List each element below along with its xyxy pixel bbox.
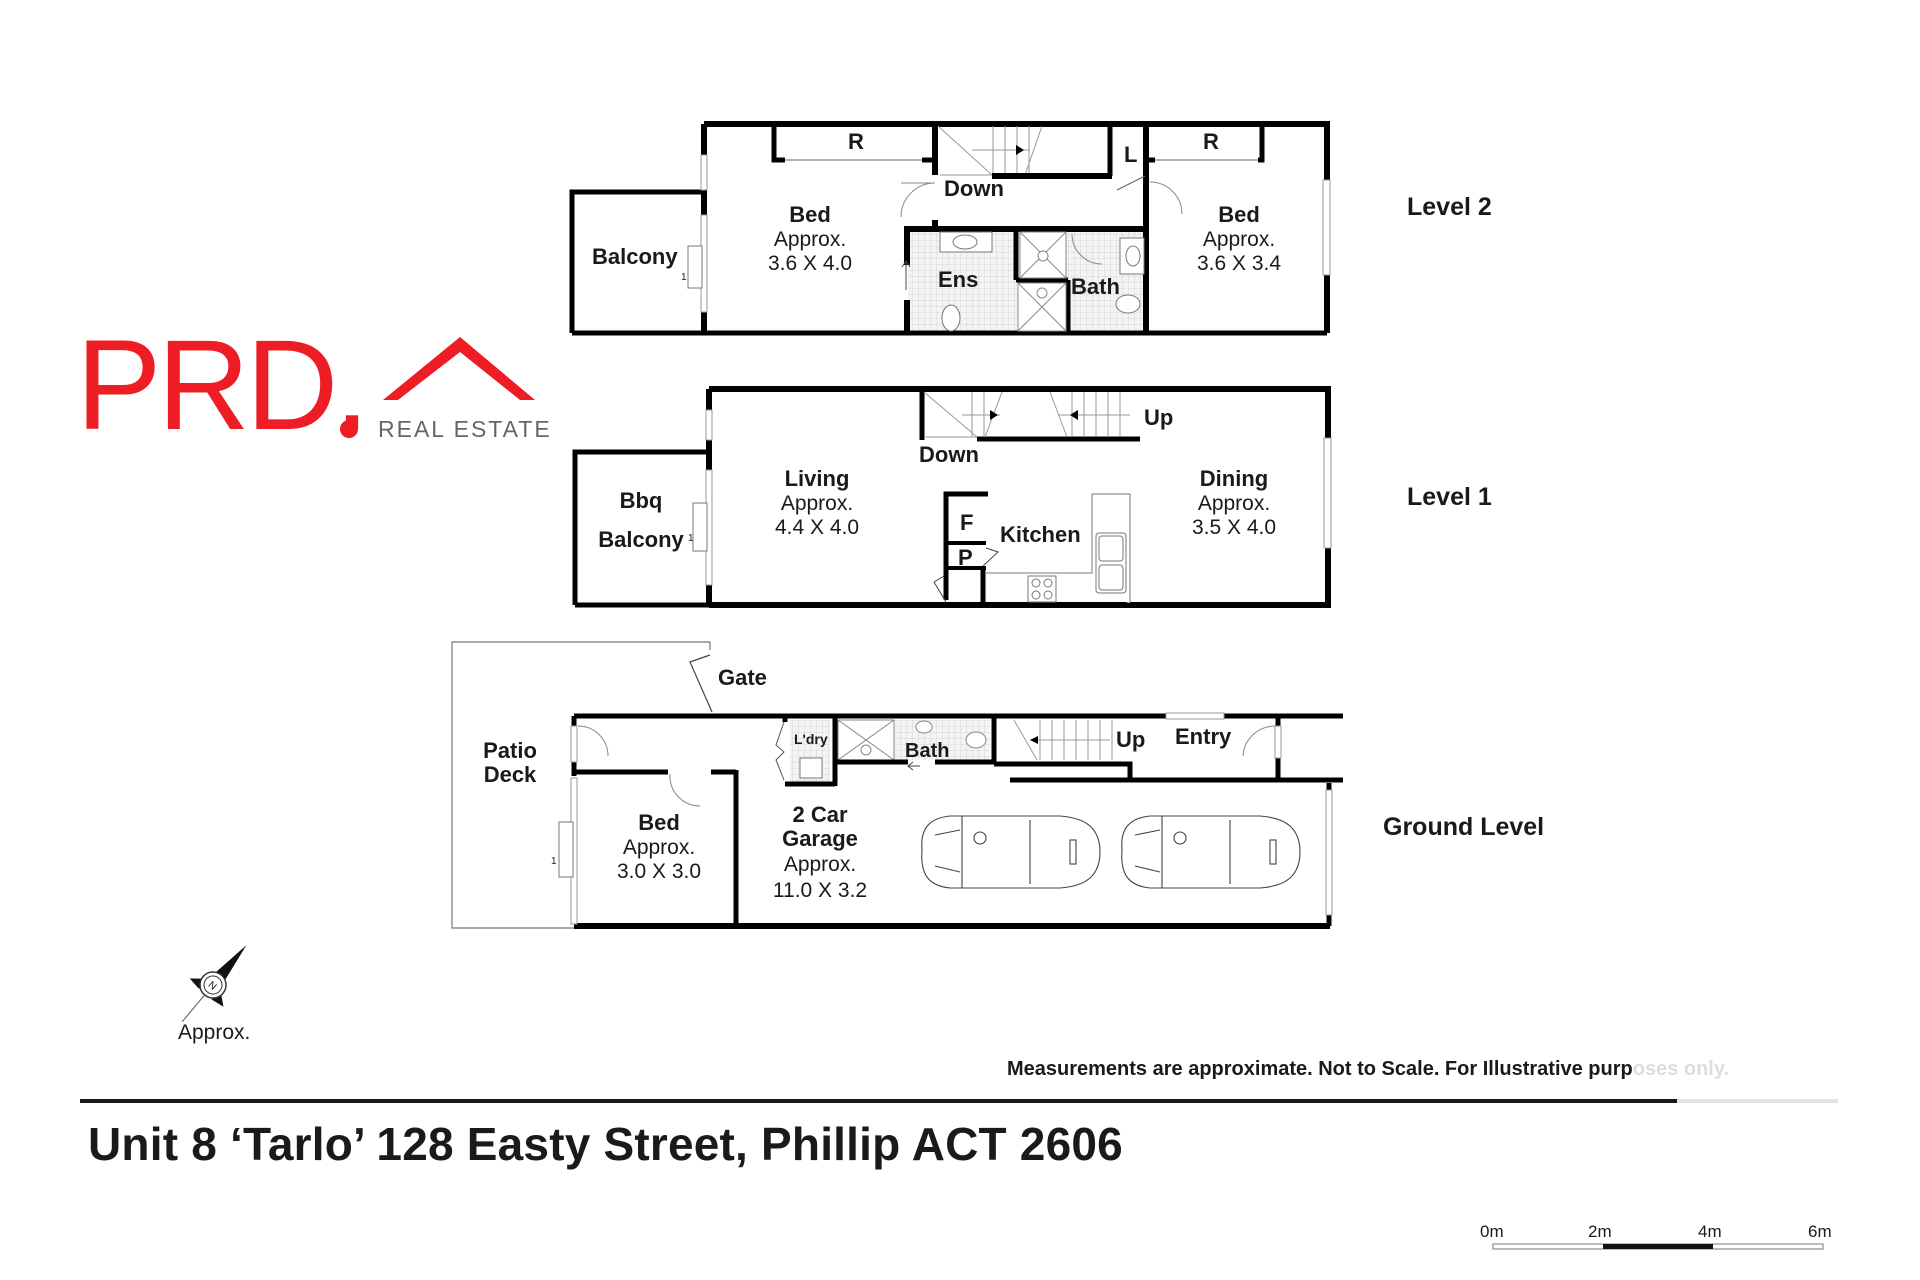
room-level2-bed-2: Bed Approx. 3.6 X 3.4	[1196, 202, 1282, 275]
room-level2-bed-1: Bed Approx. 3.6 X 4.0	[767, 202, 853, 275]
logo-dot	[340, 420, 358, 438]
room-level2-ensuite: Ens	[938, 267, 979, 292]
room-level2-bath: Bath	[1071, 274, 1120, 299]
prd-logo: PRD.	[76, 314, 370, 457]
north-compass-icon: N	[181, 945, 247, 1023]
car-icon	[921, 815, 1301, 889]
level-2-label: Level 2	[1407, 193, 1492, 221]
room-level1-kitchen: Kitchen	[1000, 522, 1081, 547]
room-level2-robe-2: R	[1203, 129, 1219, 154]
room-ground-laundry: L'dry	[794, 731, 828, 747]
level-1-plan	[572, 386, 1332, 608]
room-level1-living: Living Approx. 4.4 X 4.0	[774, 466, 860, 539]
stairs-down-label: Down	[944, 176, 1004, 201]
ground-level-label: Ground Level	[1383, 813, 1545, 841]
room-level2-robe-1: R	[848, 129, 864, 154]
room-ground-bed: Bed Approx. 3.0 X 3.0	[616, 810, 702, 883]
stairs-up-label: Up	[1144, 405, 1174, 430]
scale-tick-6m: 6m	[1808, 1222, 1832, 1241]
stairs-down-label: Down	[919, 442, 979, 467]
room-level1-bbq-balcony: Bbq Balcony	[598, 488, 684, 552]
room-level1-fridge: F	[960, 510, 974, 535]
room-ground-entry: Entry	[1175, 724, 1232, 749]
compass-approx-label: Approx.	[178, 1021, 251, 1044]
room-level1-dining: Dining Approx. 3.5 X 4.0	[1191, 466, 1277, 539]
stairs-up-label: Up	[1116, 727, 1146, 752]
room-level1-pantry: P	[958, 545, 973, 570]
room-ground-patio-deck: Patio Deck	[483, 738, 537, 787]
room-level2-balcony: Balcony	[592, 244, 678, 269]
property-address-title: Unit 8 ‘Tarlo’ 128 Easty Street, Phillip…	[88, 1118, 1123, 1170]
roof-logo-icon	[383, 337, 535, 400]
window-marker: 1	[688, 533, 694, 544]
gate-label: Gate	[718, 665, 767, 690]
room-ground-bath: Bath	[905, 740, 950, 762]
scale-tick-0m: 0m	[1480, 1222, 1504, 1241]
scale-tick-2m: 2m	[1588, 1222, 1612, 1241]
window-marker: 1	[681, 272, 687, 283]
level-1-label: Level 1	[1407, 483, 1492, 511]
ground-level-plan	[451, 641, 1343, 929]
scale-bar	[1492, 1243, 1824, 1250]
level-2-plan	[569, 121, 1331, 336]
logo-subtext: REAL ESTATE	[378, 416, 552, 442]
disclaimer: Measurements are approximate. Not to Sca…	[1007, 1058, 1730, 1080]
room-level2-linen: L	[1124, 142, 1138, 167]
window-marker: 1	[551, 856, 557, 867]
scale-tick-4m: 4m	[1698, 1222, 1722, 1241]
room-ground-garage: 2 Car Garage Approx. 11.0 X 3.2	[772, 802, 868, 903]
